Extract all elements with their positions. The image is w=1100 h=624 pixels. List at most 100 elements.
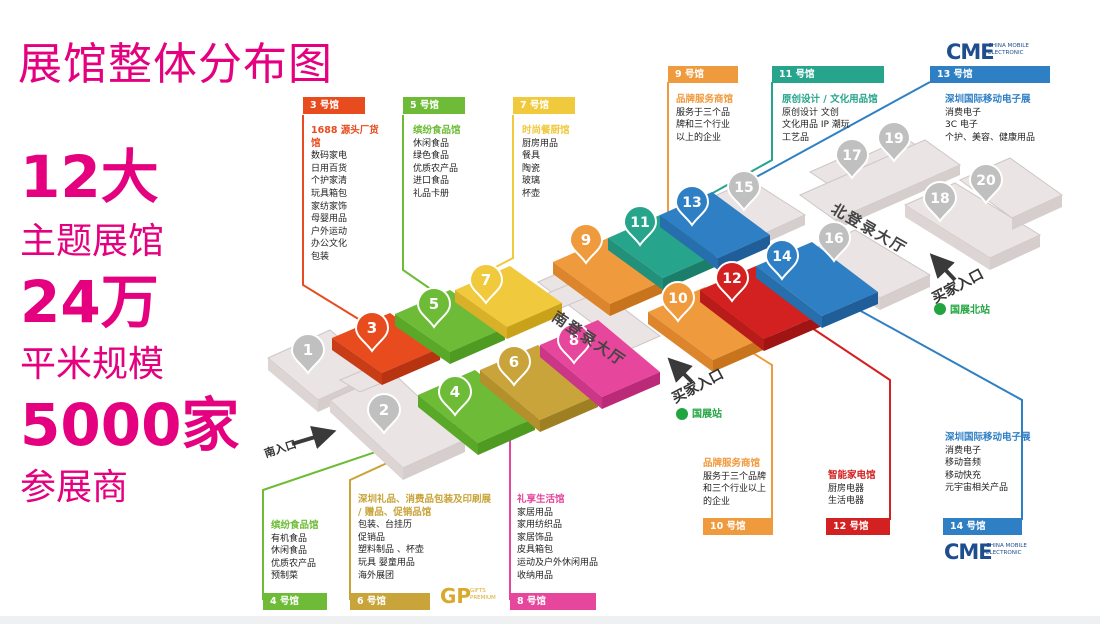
hall-tag-h3: 3 号馆	[303, 97, 365, 114]
hall-pin-5[interactable]: 5	[416, 287, 452, 329]
hall-tag-h7: 7 号馆	[513, 97, 575, 114]
hall-card-item: 杯壶	[522, 188, 541, 199]
hall-pin-10[interactable]: 10	[660, 281, 696, 323]
hall-card-item: 包装、台挂历	[358, 520, 413, 531]
hall-pin-number: 9	[581, 231, 591, 249]
hall-pin-15[interactable]: 15	[726, 170, 762, 212]
hall-pin-6[interactable]: 6	[496, 345, 532, 387]
hall-pin-number: 11	[630, 215, 649, 231]
stat-exhibitors-count: 5000家	[20, 391, 240, 459]
gifts-logo-mark: GP	[440, 584, 472, 608]
hall-pin-19[interactable]: 19	[876, 121, 912, 163]
hall-pin-18[interactable]: 18	[922, 181, 958, 223]
hall-card-item: 塑料制品 、杯壶	[358, 545, 424, 556]
hall-pin-2[interactable]: 2	[366, 393, 402, 435]
hall-pin-16[interactable]: 16	[816, 221, 852, 263]
hall-card-item: 移动音频	[945, 458, 982, 469]
leader-line-3	[302, 115, 361, 321]
hall-card-item: 原创设计 文创	[782, 107, 839, 118]
hall-pin-14[interactable]: 14	[764, 239, 800, 281]
gifts-logo-text: GIFTS PREMIUM	[470, 588, 496, 601]
hall-pin-shape	[622, 205, 658, 247]
stat-halls-count: 12大	[20, 143, 159, 211]
hall-pin-1[interactable]: 1	[290, 333, 326, 375]
south-entrance-arrow	[291, 425, 337, 449]
stat-halls-label: 主题展馆	[20, 221, 165, 262]
hall-pin-8[interactable]: 8	[556, 323, 592, 365]
hall-pin-number: 14	[772, 249, 792, 265]
hall-card-item: 休闲食品	[271, 546, 308, 557]
hall-card-item: 消费电子	[945, 445, 982, 456]
hall-pin-number: 4	[450, 383, 460, 401]
hall-card-item: 海外展团	[358, 570, 395, 581]
hall-card-h3: 1688 源头厂货馆数码家电日用百货个护家清玩具箱包家纺家饰母婴用品户外运动办公…	[311, 125, 381, 264]
hall-pin-number: 15	[734, 180, 753, 196]
hall-pin-20[interactable]: 20	[968, 163, 1004, 205]
hall-card-item: 玩具 婴童用品	[358, 557, 415, 568]
hall-card-heading: 深圳国际移动电子展	[945, 94, 1031, 105]
hall-tag-h9: 9 号馆	[668, 66, 738, 83]
hall-pin-number: 12	[722, 271, 741, 287]
cme-logo-text: CHINA MOBILE ELECTRONIC	[988, 43, 1029, 56]
hall-tag-h6: 6 号馆	[350, 593, 430, 610]
hall-tag-h5: 5 号馆	[403, 97, 465, 114]
hall-card-heading: 时尚餐厨馆	[522, 125, 570, 136]
hall-pin-shape	[764, 239, 800, 281]
station-label-1: 国展站	[692, 409, 722, 420]
hall-pin-11[interactable]: 11	[622, 205, 658, 247]
hall-card-item: 厨房用品	[522, 138, 559, 149]
hall-pin-4[interactable]: 4	[437, 375, 473, 417]
hall-pin-17[interactable]: 17	[834, 138, 870, 180]
hall-pin-number: 10	[668, 291, 688, 307]
hall-block-2	[329, 371, 466, 480]
hall-card-item: 的企业	[703, 496, 731, 507]
hall-pin-number: 7	[481, 271, 491, 289]
hall-card-item: 数码家电	[311, 151, 348, 162]
hall-pin-shape	[968, 163, 1004, 205]
hall-card-item: 预制菜	[271, 571, 299, 582]
hall-pin-shape	[568, 223, 604, 265]
leader-line-7	[493, 115, 514, 269]
hall-card-item: 皮具箱包	[517, 545, 554, 556]
hall-pin-number: 1	[303, 341, 313, 359]
hall-pin-7[interactable]: 7	[468, 263, 504, 305]
hall-card-item: 促销品	[358, 532, 386, 543]
hall-card-h9: 品牌服务商馆服务于三个品牌和三个行业以上的企业	[676, 94, 761, 144]
hall-pin-9[interactable]: 9	[568, 223, 604, 265]
hall-pin-3[interactable]: 3	[354, 311, 390, 353]
hall-card-h5: 缤纷食品馆休闲食品绿色食品优质农产品进口食品礼品卡册	[413, 125, 493, 201]
hall-pin-13[interactable]: 13	[674, 185, 710, 227]
hall-card-heading: 深圳国际移动电子展	[945, 432, 1031, 443]
hall-card-item: 家纺家饰	[311, 201, 348, 212]
hall-card-h8: 礼享生活馆家居用品家用纺织品家居饰品皮具箱包运动及户外休闲用品收纳用品	[517, 494, 627, 582]
hall-pin-shape	[366, 393, 402, 435]
hall-card-item: 有机食品	[271, 533, 308, 544]
hall-card-heading: 缤纷食品馆	[271, 520, 319, 531]
hall-card-item: 牌和三个行业	[676, 120, 731, 131]
buyer-entrance-arrow-1	[667, 357, 694, 384]
hall-card-item: 3C 电子	[945, 120, 978, 131]
hall-card-heading: 品牌服务商馆	[703, 458, 761, 469]
hall-pin-shape	[714, 261, 750, 303]
metro-icon-1	[676, 408, 688, 420]
hall-pin-number: 19	[884, 131, 903, 147]
hall-card-item: 个护、美容、健康用品	[945, 132, 1036, 143]
hall-card-item: 元宇宙相关产品	[945, 483, 1009, 494]
hall-pin-12[interactable]: 12	[714, 261, 750, 303]
hall-tag-h12: 12 号馆	[826, 518, 890, 535]
hall-pin-number: 17	[842, 148, 861, 164]
hall-pin-shape	[290, 333, 326, 375]
hall-card-item: 包装	[311, 251, 330, 262]
hall-card-item: 礼品卡册	[413, 188, 450, 199]
hall-card-item: 收纳用品	[517, 570, 554, 581]
cme-logo-mark: CME	[946, 40, 995, 64]
hall-pin-shape	[354, 311, 390, 353]
hall-pin-shape	[496, 345, 532, 387]
hall-card-h12: 智能家电馆厨房电器生活电器	[828, 470, 898, 508]
hall-pin-shape	[922, 181, 958, 223]
hall-pin-shape	[660, 281, 696, 323]
stat-area-value: 24万	[20, 268, 159, 336]
hall-card-heading: 智能家电馆	[828, 470, 876, 481]
